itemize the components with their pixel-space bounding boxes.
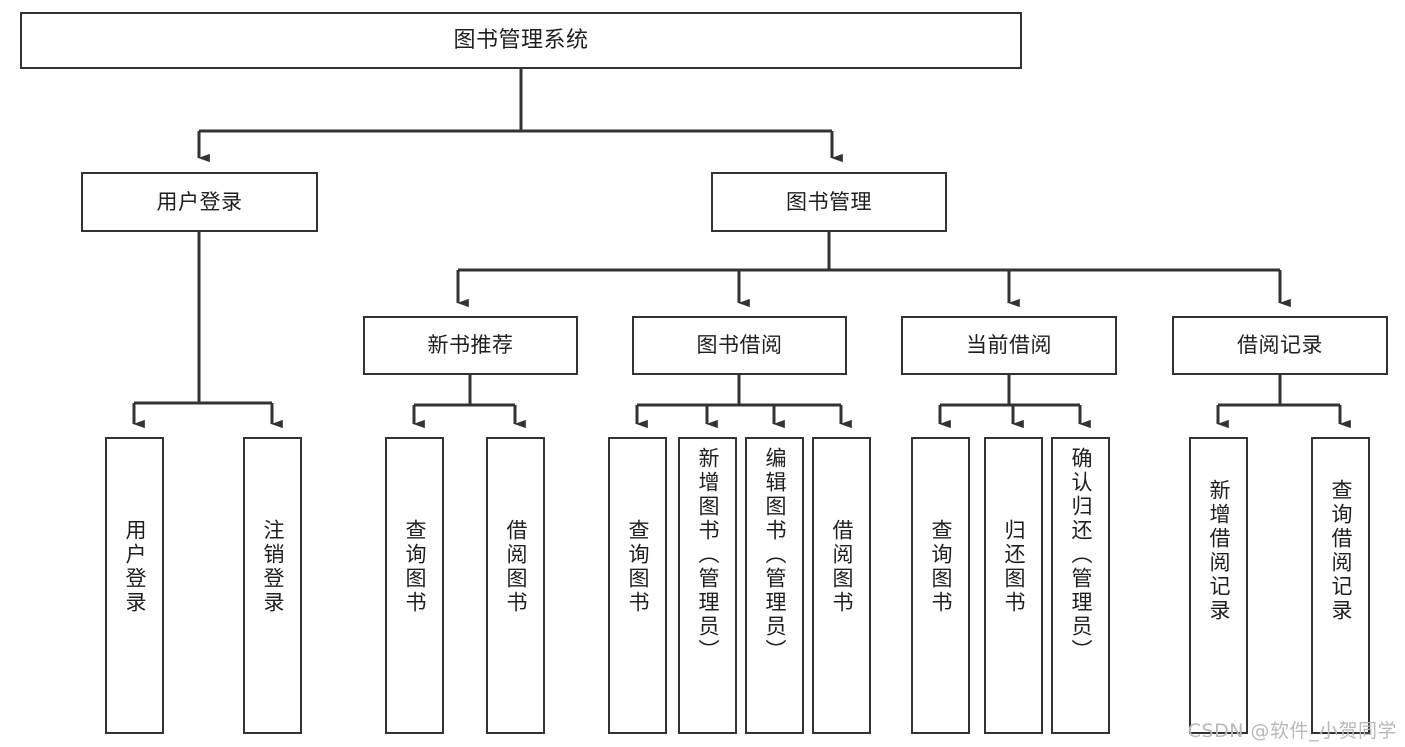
node-borrow-record[interactable]: 借阅记录 (1172, 316, 1388, 375)
node-book-borrow-label: 图书借阅 (696, 333, 783, 358)
node-leaf-add-record-label: 新增借阅记录 (1207, 479, 1231, 623)
node-leaf-edit-book[interactable]: 编辑图书（管理员） (745, 437, 804, 734)
node-book-manage[interactable]: 图书管理 (711, 172, 947, 232)
node-leaf-query-record-label: 查询借阅记录 (1329, 479, 1353, 623)
node-leaf-query-book-2-label: 查询图书 (626, 519, 650, 615)
node-leaf-add-book-label: 新增图书（管理员） (696, 447, 720, 663)
node-leaf-borrow-book-2-label: 借阅图书 (830, 519, 854, 615)
node-leaf-logout-label: 注销登录 (261, 519, 285, 615)
node-leaf-return-book[interactable]: 归还图书 (984, 437, 1043, 734)
node-leaf-query-book-3-label: 查询图书 (929, 519, 953, 615)
node-leaf-edit-book-label: 编辑图书（管理员） (763, 447, 787, 663)
node-leaf-logout[interactable]: 注销登录 (243, 437, 302, 734)
node-leaf-query-book-3[interactable]: 查询图书 (911, 437, 970, 734)
node-root[interactable]: 图书管理系统 (20, 12, 1022, 69)
node-book-borrow[interactable]: 图书借阅 (632, 316, 847, 375)
node-book-manage-label: 图书管理 (786, 189, 872, 214)
node-leaf-query-book-2[interactable]: 查询图书 (608, 437, 667, 734)
node-root-label: 图书管理系统 (453, 27, 589, 53)
node-leaf-confirm-return[interactable]: 确认归还（管理员） (1051, 437, 1110, 734)
node-leaf-user-login-label: 用户登录 (123, 519, 147, 615)
node-leaf-confirm-return-label: 确认归还（管理员） (1069, 447, 1093, 663)
node-new-book-rec[interactable]: 新书推荐 (363, 316, 578, 375)
node-user-login[interactable]: 用户登录 (81, 172, 318, 232)
csdn-watermark: CSDN @软件_小贺同学 (1187, 720, 1397, 742)
node-leaf-add-record[interactable]: 新增借阅记录 (1189, 437, 1248, 734)
node-leaf-borrow-book-2[interactable]: 借阅图书 (812, 437, 871, 734)
node-leaf-query-record[interactable]: 查询借阅记录 (1311, 437, 1370, 734)
node-leaf-user-login[interactable]: 用户登录 (105, 437, 164, 734)
node-new-book-rec-label: 新书推荐 (427, 333, 514, 358)
node-current-borrow-label: 当前借阅 (966, 333, 1052, 358)
node-user-login-label: 用户登录 (156, 189, 243, 214)
node-leaf-add-book[interactable]: 新增图书（管理员） (678, 437, 737, 734)
node-borrow-record-label: 借阅记录 (1237, 333, 1323, 358)
node-leaf-borrow-book-1-label: 借阅图书 (504, 519, 528, 615)
node-current-borrow[interactable]: 当前借阅 (901, 316, 1117, 375)
node-leaf-return-book-label: 归还图书 (1002, 519, 1026, 615)
node-leaf-borrow-book-1[interactable]: 借阅图书 (486, 437, 545, 734)
node-leaf-query-book-1-label: 查询图书 (403, 519, 427, 615)
node-leaf-query-book-1[interactable]: 查询图书 (385, 437, 444, 734)
